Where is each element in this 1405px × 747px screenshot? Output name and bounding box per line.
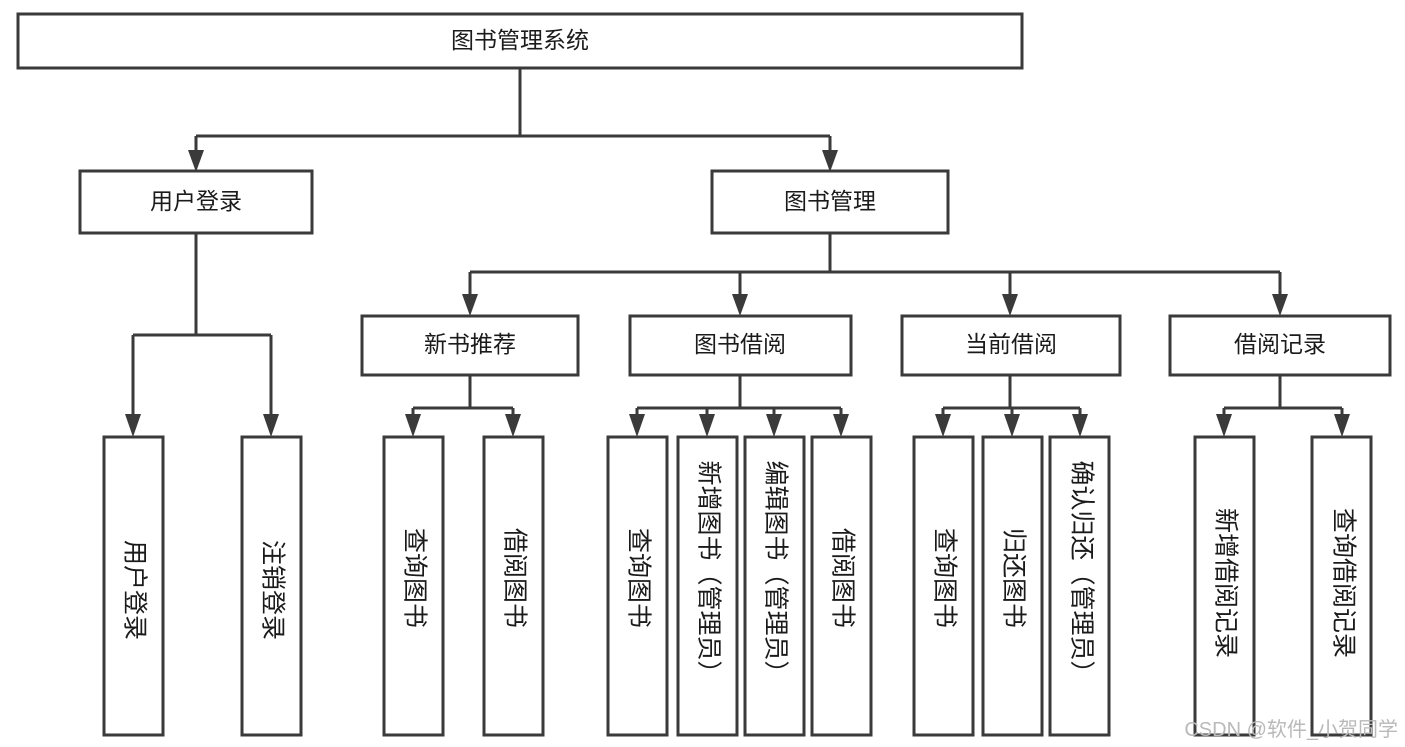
node-user-login[interactable]: 用户登录: [78, 169, 314, 235]
node-leaf-query-book-3-label: 查询图书: [930, 528, 958, 628]
node-book-manage[interactable]: 图书管理: [710, 169, 950, 235]
node-leaf-confirm-return-box[interactable]: [1048, 435, 1111, 737]
node-leaf-add-record-label: 新增借阅记录: [1211, 508, 1239, 658]
node-leaf-logout-box[interactable]: [240, 435, 303, 737]
node-leaf-confirm-return[interactable]: 确认归还（管理员）: [1048, 435, 1111, 737]
node-new-book-rec-label: 新书推荐: [424, 331, 516, 357]
node-leaf-query-record-box[interactable]: [1310, 435, 1373, 737]
node-leaf-query-book-3[interactable]: 查询图书: [912, 435, 975, 737]
node-leaf-edit-book-label: 编辑图书（管理员）: [761, 460, 789, 685]
node-leaf-user-login[interactable]: 用户登录: [102, 435, 165, 737]
arrow-bookborrow-leaf2: [699, 414, 715, 437]
node-new-book-rec[interactable]: 新书推荐: [360, 314, 580, 377]
arrow-bookborrow-leaf1: [629, 414, 645, 437]
node-leaf-query-record-label: 查询借阅记录: [1329, 508, 1357, 658]
node-leaf-query-book-2[interactable]: 查询图书: [606, 435, 669, 737]
node-current-borrow-label: 当前借阅: [965, 331, 1057, 357]
node-leaf-borrow-book-2-box[interactable]: [810, 435, 873, 737]
node-leaf-query-book-2-box[interactable]: [606, 435, 669, 737]
node-leaf-logout-label: 注销登录: [258, 540, 286, 640]
arrow-newbook-leaf1: [405, 414, 421, 437]
node-root[interactable]: 图书管理系统: [16, 12, 1024, 70]
node-leaf-query-book-3-box[interactable]: [912, 435, 975, 737]
arrow-userlogin-leaf1: [125, 414, 141, 437]
node-leaf-borrow-book-1-label: 借阅图书: [500, 528, 528, 628]
node-leaf-borrow-book-2-label: 借阅图书: [828, 528, 856, 628]
node-leaf-borrow-book-2[interactable]: 借阅图书: [810, 435, 873, 737]
arrow-bookmanage-c3: [1002, 294, 1018, 316]
node-book-borrow-box[interactable]: [628, 314, 853, 377]
node-leaf-query-book-1[interactable]: 查询图书: [382, 435, 445, 737]
node-leaf-add-book[interactable]: 新增图书（管理员）: [676, 435, 739, 737]
node-borrow-record-box[interactable]: [1168, 314, 1392, 377]
node-book-borrow[interactable]: 图书借阅: [628, 314, 853, 377]
node-leaf-borrow-book-1-box[interactable]: [482, 435, 545, 737]
node-leaf-edit-book-box[interactable]: [743, 435, 806, 737]
arrow-bookborrow-leaf4: [833, 414, 849, 437]
node-leaf-add-book-box[interactable]: [676, 435, 739, 737]
connector-layer: [125, 68, 1350, 437]
node-new-book-rec-box[interactable]: [360, 314, 580, 377]
node-book-manage-label: 图书管理: [784, 188, 876, 214]
arrow-newbook-leaf2: [505, 414, 521, 437]
node-root-label: 图书管理系统: [451, 27, 589, 53]
node-book-manage-box[interactable]: [710, 169, 950, 235]
arrow-currentborrow-leaf2: [1004, 414, 1020, 437]
arrow-root-to-user-login: [188, 150, 204, 172]
node-leaf-edit-book[interactable]: 编辑图书（管理员）: [743, 435, 806, 737]
arrow-root-to-book-manage: [822, 150, 838, 172]
node-leaf-query-book-2-label: 查询图书: [624, 528, 652, 628]
arrow-bookmanage-c2: [732, 294, 748, 316]
node-leaf-query-record[interactable]: 查询借阅记录: [1310, 435, 1373, 737]
node-leaf-confirm-return-label: 确认归还（管理员）: [1067, 460, 1095, 685]
node-leaf-borrow-book-1[interactable]: 借阅图书: [482, 435, 545, 737]
csdn-watermark: CSDN @软件_小贺同学: [1184, 718, 1398, 741]
arrow-borrowrecord-leaf1: [1216, 414, 1232, 437]
node-leaf-query-book-1-label: 查询图书: [400, 528, 428, 628]
arrow-bookborrow-leaf3: [766, 414, 782, 437]
node-root-box[interactable]: [16, 12, 1024, 70]
node-leaf-add-book-label: 新增图书（管理员）: [694, 460, 722, 685]
node-borrow-record[interactable]: 借阅记录: [1168, 314, 1392, 377]
arrow-bookmanage-c4: [1272, 294, 1288, 316]
arrow-currentborrow-leaf3: [1072, 414, 1088, 437]
arrow-borrowrecord-leaf2: [1334, 414, 1350, 437]
node-current-borrow-box[interactable]: [900, 314, 1122, 377]
arrow-currentborrow-leaf1: [935, 414, 951, 437]
arrow-userlogin-leaf2: [263, 414, 279, 437]
node-leaf-return-book-box[interactable]: [981, 435, 1044, 737]
node-leaf-logout[interactable]: 注销登录: [240, 435, 303, 737]
node-leaf-return-book[interactable]: 归还图书: [981, 435, 1044, 737]
node-current-borrow[interactable]: 当前借阅: [900, 314, 1122, 377]
node-user-login-box[interactable]: [78, 169, 314, 235]
node-borrow-record-label: 借阅记录: [1234, 331, 1326, 357]
node-leaf-query-book-1-box[interactable]: [382, 435, 445, 737]
node-book-borrow-label: 图书借阅: [694, 331, 786, 357]
node-leaf-add-record-box[interactable]: [1193, 435, 1256, 737]
node-leaf-user-login-label: 用户登录: [120, 540, 148, 640]
node-leaf-add-record[interactable]: 新增借阅记录: [1193, 435, 1256, 737]
arrow-bookmanage-c1: [462, 294, 478, 316]
node-leaf-user-login-box[interactable]: [102, 435, 165, 737]
node-user-login-label: 用户登录: [150, 188, 242, 214]
node-leaf-return-book-label: 归还图书: [999, 528, 1027, 628]
